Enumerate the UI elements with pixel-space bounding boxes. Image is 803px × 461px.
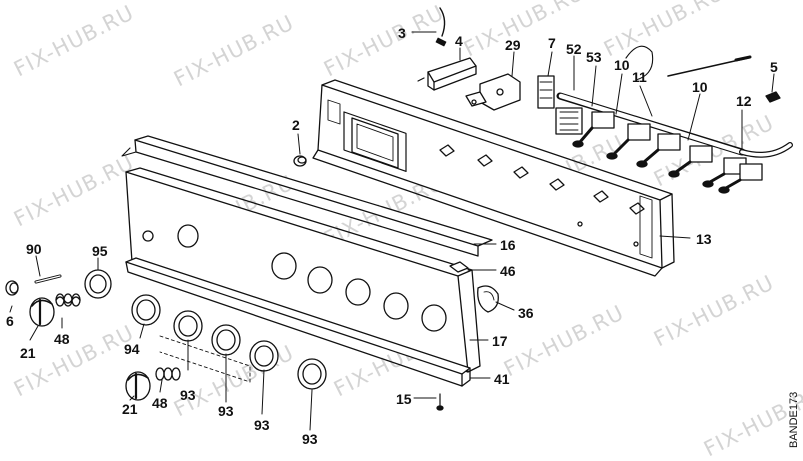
part-label: 90 [26, 241, 42, 257]
gas-tap [606, 123, 651, 160]
part-label: 93 [218, 403, 234, 419]
gas-tap [668, 145, 713, 178]
part-label: 7 [548, 35, 556, 51]
bracket-clip [549, 178, 565, 191]
knob-hole [383, 292, 409, 320]
thermostat-switch [537, 75, 555, 109]
part-label: 29 [505, 37, 521, 53]
knob-bezel [84, 269, 112, 299]
spring [55, 293, 81, 307]
part-label: 48 [152, 395, 168, 411]
indicator-lamp [477, 285, 499, 313]
part-label: 2 [292, 117, 300, 133]
bracket-clip [629, 202, 645, 215]
gas-tap [636, 133, 681, 168]
part-label: 21 [20, 345, 36, 361]
part-label: 10 [692, 79, 708, 95]
part-label: 16 [500, 237, 516, 253]
part-label: 5 [770, 59, 778, 75]
part-label: 36 [518, 305, 534, 321]
knob-bezel [297, 358, 327, 390]
part-label: 11 [632, 69, 647, 85]
ignition-module [427, 57, 477, 83]
knob-hole [307, 266, 333, 294]
part-label: 93 [254, 417, 270, 433]
part-label: 10 [614, 57, 630, 73]
knob-hole [345, 278, 371, 306]
part-label: 21 [122, 401, 138, 417]
part-label: 13 [696, 231, 712, 247]
top-components [293, 7, 781, 167]
fixing-parts [436, 261, 499, 411]
clip-part [765, 91, 781, 103]
spring-clip [449, 261, 469, 273]
leader-lines [9, 31, 775, 431]
part-label: 41 [494, 371, 510, 387]
front-fascia-panel [125, 167, 481, 373]
part-label: 17 [492, 333, 508, 349]
knob-hole [271, 252, 297, 280]
part-label: 12 [736, 93, 752, 109]
gas-tap-assemblies [537, 45, 793, 194]
gas-tap [718, 163, 763, 194]
part-label: 6 [6, 313, 14, 329]
part-label: 48 [54, 331, 70, 347]
knob-bezels [84, 269, 327, 390]
control-knob [29, 297, 55, 327]
part-label: 15 [396, 391, 412, 407]
part-label: 4 [455, 33, 463, 49]
part-label: 93 [180, 387, 196, 403]
part-label: 93 [302, 431, 318, 447]
part-label: 46 [500, 263, 516, 279]
part-label: 52 [566, 41, 582, 57]
knob-hole [421, 304, 447, 332]
knob-bezel [249, 340, 279, 372]
cap [5, 280, 19, 296]
knob-hole [177, 224, 199, 248]
knob-bezel [211, 324, 241, 356]
ignition-lead [439, 7, 446, 37]
part-label: 53 [586, 49, 602, 65]
bracket-clip [477, 154, 493, 167]
bracket-clip [513, 166, 529, 179]
pin [34, 274, 62, 284]
control-knob [125, 371, 151, 401]
knob-bezel [173, 310, 203, 342]
part-label: 94 [124, 341, 140, 357]
spring [155, 367, 181, 381]
upper-trim-strip [121, 135, 493, 257]
control-knobs [5, 274, 181, 401]
bracket-clip [439, 144, 455, 157]
part-label: 95 [92, 243, 108, 259]
rear-control-bracket [312, 79, 675, 277]
exploded-parts-diagram [5, 7, 793, 431]
gas-tap [572, 111, 615, 148]
lower-trim-strip [125, 257, 471, 387]
knob-bezel [131, 294, 161, 326]
part-label: 3 [398, 25, 406, 41]
timer-unit [479, 73, 521, 111]
drawing-code: BANDE173 [788, 391, 800, 448]
bracket-clip [593, 190, 609, 203]
panel-hole [142, 230, 154, 242]
